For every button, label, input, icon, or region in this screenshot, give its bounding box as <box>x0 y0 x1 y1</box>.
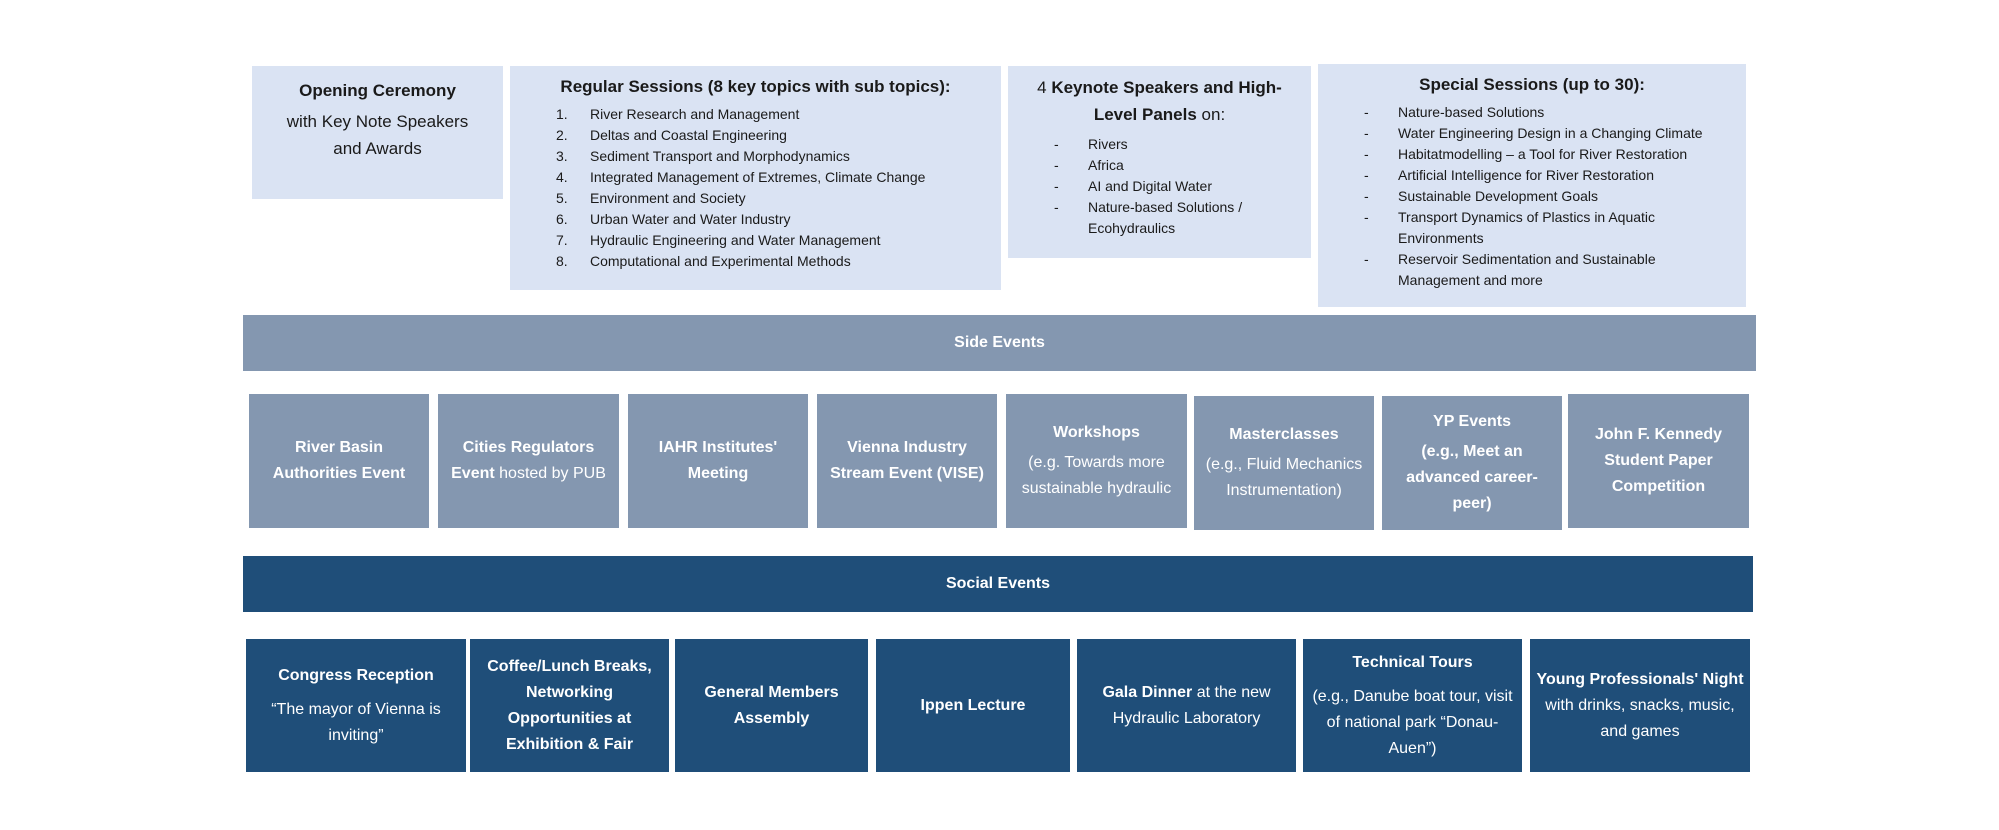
list-item: -Artificial Intelligence for River Resto… <box>1364 167 1654 183</box>
special-sessions-list: -Nature-based Solutions -Water Engineeri… <box>1364 102 1736 291</box>
social-event-yp-night: Young Professionals' Night with drinks, … <box>1530 639 1750 772</box>
side-event-river-basin: River Basin Authorities Event <box>249 394 429 528</box>
side-event-yp-events: YP Events (e.g., Meet an advanced career… <box>1382 396 1562 530</box>
keynote-topics-list: -Rivers -Africa -AI and Digital Water -N… <box>1054 134 1311 239</box>
list-item: -AI and Digital Water <box>1054 178 1212 194</box>
list-item: -Transport Dynamics of Plastics in Aquat… <box>1364 209 1656 246</box>
social-event-ippen-lecture: Ippen Lecture <box>876 639 1070 772</box>
side-event-workshops: Workshops (e.g. Towards more sustainable… <box>1006 394 1187 528</box>
list-item: Ecohydraulics <box>1088 220 1176 236</box>
social-event-congress-reception: Congress Reception “The mayor of Vienna … <box>246 639 466 772</box>
keynote-speakers-title: 4 Keynote Speakers and High- Level Panel… <box>1037 78 1282 124</box>
list-item: 2.Deltas and Coastal Engineering <box>556 127 787 143</box>
list-item: -Habitatmodelling – a Tool for River Res… <box>1364 146 1688 162</box>
special-sessions-title: Special Sessions (up to 30): <box>1419 75 1645 94</box>
regular-sessions-box: Regular Sessions (8 key topics with sub … <box>510 66 1001 290</box>
side-event-jfk-competition: John F. Kennedy Student Paper Competitio… <box>1568 394 1749 528</box>
list-item: 3.Sediment Transport and Morphodynamics <box>556 148 850 164</box>
opening-ceremony-subtitle: with Key Note Speakers and Awards <box>286 112 469 158</box>
opening-ceremony-title: Opening Ceremony <box>299 81 456 100</box>
special-sessions-box: Special Sessions (up to 30): -Nature-bas… <box>1318 64 1746 307</box>
opening-ceremony-box: Opening Ceremony with Key Note Speakers … <box>252 66 503 199</box>
regular-sessions-title: Regular Sessions (8 key topics with sub … <box>560 77 951 96</box>
list-item: 6.Urban Water and Water Industry <box>556 211 791 227</box>
social-event-gala-dinner: Gala Dinner at the new Hydraulic Laborat… <box>1077 639 1296 772</box>
list-item: -Nature-based Solutions / <box>1054 199 1243 215</box>
list-item: -Nature-based Solutions <box>1364 104 1545 120</box>
social-event-technical-tours: Technical Tours (e.g., Danube boat tour,… <box>1303 639 1522 772</box>
list-item: 4.Integrated Management of Extremes, Cli… <box>556 169 926 185</box>
list-item: 1.River Research and Management <box>556 106 800 122</box>
list-item: -Sustainable Development Goals <box>1364 188 1599 204</box>
list-item: -Water Engineering Design in a Changing … <box>1364 125 1703 141</box>
side-event-masterclasses: Masterclasses (e.g., Fluid Mechanics Ins… <box>1194 396 1374 530</box>
social-event-general-assembly: General Members Assembly <box>675 639 868 772</box>
social-events-header: Social Events <box>243 556 1753 612</box>
social-event-coffee-breaks: Coffee/Lunch Breaks, Networking Opportun… <box>470 639 669 772</box>
list-item: 5.Environment and Society <box>556 190 746 206</box>
list-item: 7.Hydraulic Engineering and Water Manage… <box>556 232 881 248</box>
side-event-vienna-industry: Vienna Industry Stream Event (VISE) <box>817 394 997 528</box>
list-item: -Reservoir Sedimentation and Sustainable… <box>1364 251 1656 288</box>
list-item: -Rivers <box>1054 136 1128 152</box>
regular-sessions-list: 1.River Research and Management 2.Deltas… <box>556 104 1001 272</box>
list-item: -Africa <box>1054 157 1124 173</box>
list-item: 8.Computational and Experimental Methods <box>556 253 851 269</box>
side-events-header: Side Events <box>243 315 1756 371</box>
side-event-cities-regulators: Cities Regulators Event hosted by PUB <box>438 394 619 528</box>
keynote-speakers-box: 4 Keynote Speakers and High- Level Panel… <box>1008 66 1311 258</box>
side-event-iahr-institutes: IAHR Institutes' Meeting <box>628 394 808 528</box>
